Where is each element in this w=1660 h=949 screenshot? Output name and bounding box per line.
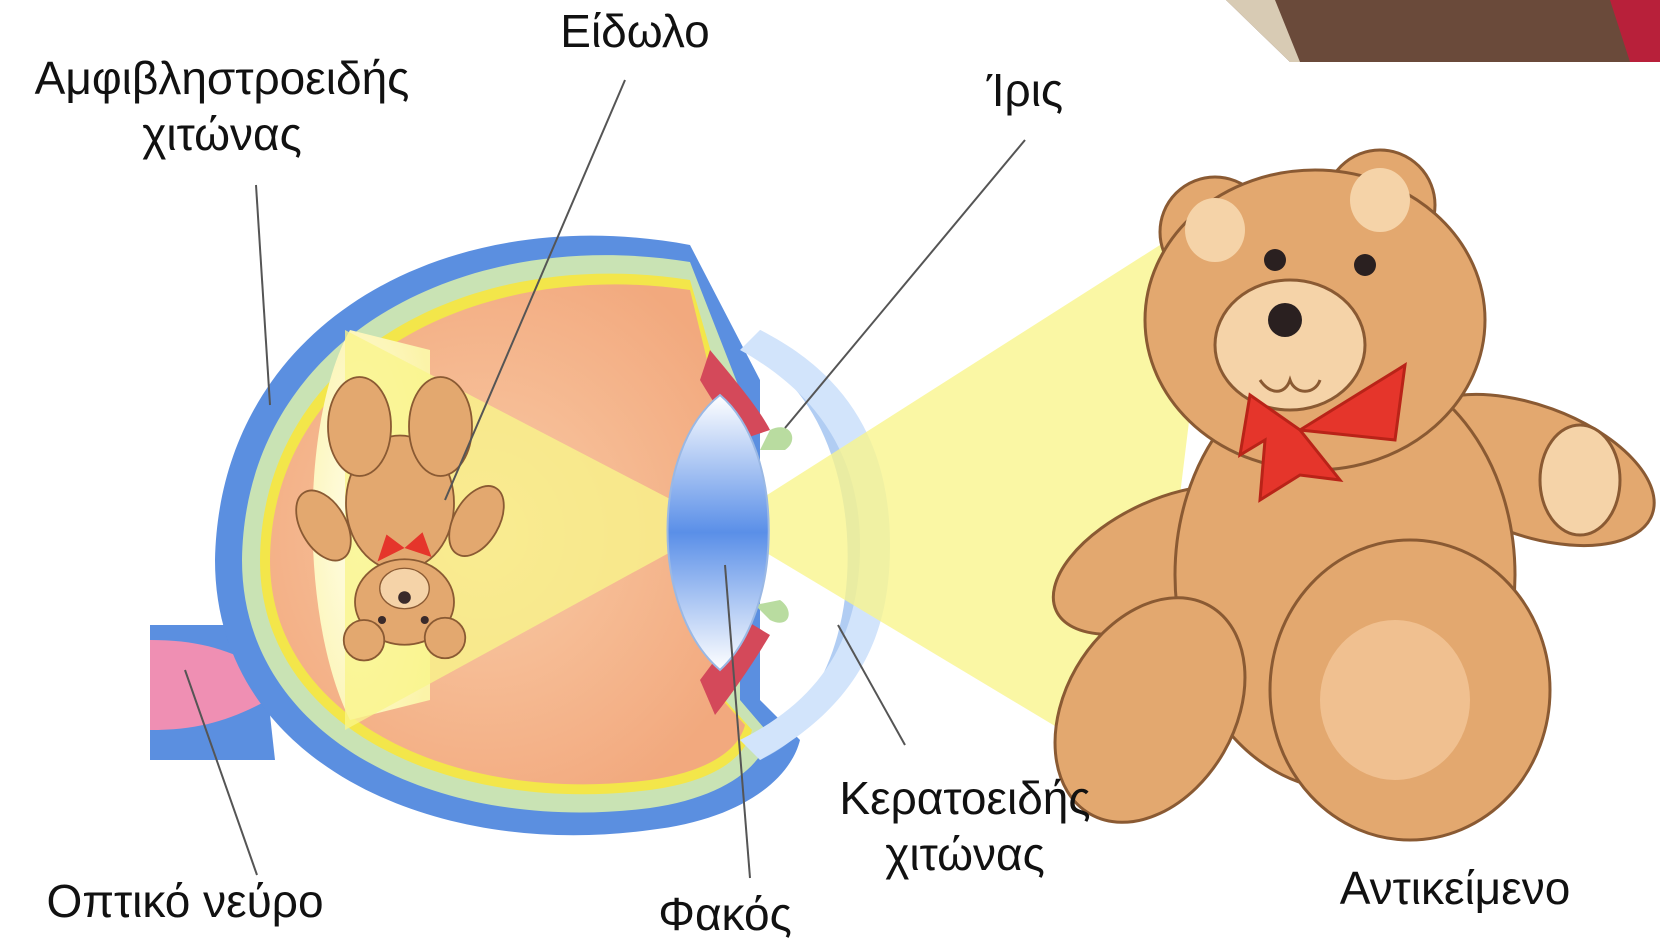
label-optic-nerve: Οπτικό νεύρο: [30, 873, 340, 929]
label-retina-line2: χιτώνας: [12, 106, 432, 162]
corner-photo: [1226, 0, 1660, 62]
label-lens: Φακός: [645, 886, 805, 942]
leader-line-retina: [256, 185, 270, 405]
label-object: Αντικείμενο: [1310, 860, 1600, 916]
label-retina-line1: Αμφιβληστροειδής: [12, 50, 432, 106]
label-retina: Αμφιβληστροειδής χιτώνας: [12, 50, 432, 162]
label-cornea-line1: Κερατοειδής: [820, 770, 1110, 826]
label-cornea-line2: χιτώνας: [820, 826, 1110, 882]
label-image: Είδωλο: [540, 3, 730, 59]
label-iris: Ίρις: [955, 62, 1095, 118]
label-cornea: Κερατοειδής χιτώνας: [820, 770, 1110, 882]
